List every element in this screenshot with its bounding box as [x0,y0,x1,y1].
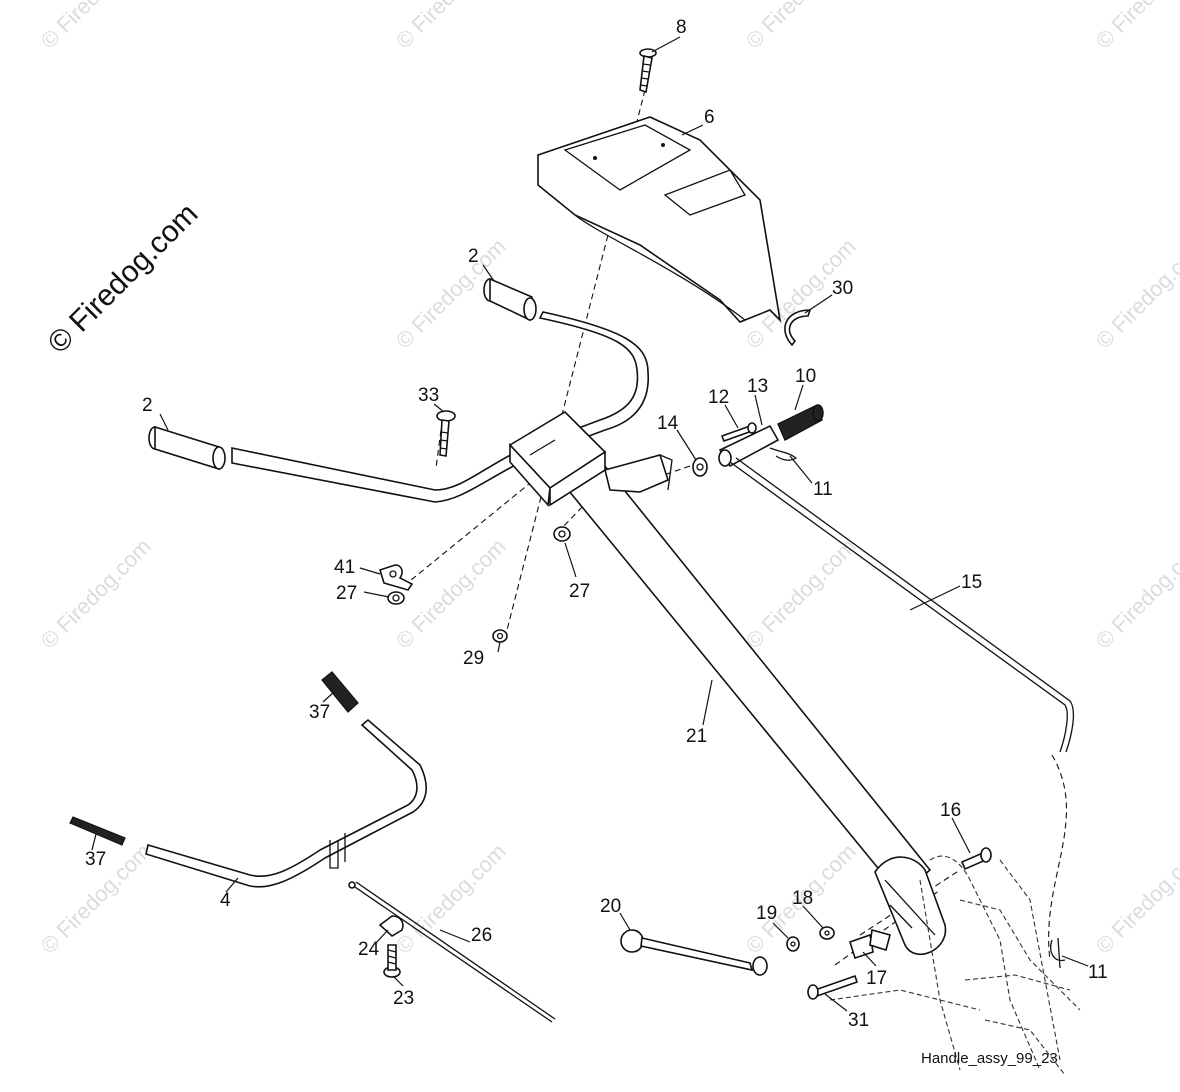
callout-label: 24 [358,939,380,960]
watermark-text: © Firedog.com [1091,534,1180,654]
washer-part-19 [786,936,800,952]
nut-part-27-a [553,526,571,542]
watermark-text: © Firedog.com [1091,839,1180,959]
nut-part-27-b [387,591,405,605]
cable-part-26 [351,881,556,1023]
callout-label: 11 [813,479,833,500]
bolt-part-31 [807,974,859,1000]
main-tube-part-21 [508,410,947,956]
callout-label: 21 [686,726,707,747]
callout-label: 14 [657,413,679,434]
watermark-text: © Firedog.com [741,0,861,54]
pin-part-11-lower [1050,937,1066,969]
nut-part-29 [492,629,508,643]
clip-part-24 [378,915,404,937]
callout-label: 6 [704,107,715,128]
grip-part-10 [777,404,824,441]
callout-label: 33 [418,385,439,406]
bracket-part-17 [849,928,891,960]
clip-part-30 [784,309,812,347]
grip-part-37-lower [69,816,126,846]
callout-label: 31 [848,1010,869,1031]
callout-label: 15 [961,572,982,593]
callout-label: 2 [142,395,153,416]
callout-label: 12 [708,387,729,408]
callout-label: 19 [756,903,777,924]
callout-label: 17 [866,968,887,989]
diagram-caption: Handle_assy_99_23 [921,1050,1058,1067]
callout-label: 23 [393,988,414,1009]
watermark-text: © Firedog.com [391,839,511,959]
callout-labels: 8 6 2 30 2 33 10 12 13 14 11 41 27 27 15… [85,17,1108,1031]
callout-label: 8 [676,17,687,38]
watermark-text: © Firedog.com [1091,234,1180,354]
watermark-text: © Firedog.com [36,534,156,654]
watermark-text: © Firedog.com [1091,0,1180,54]
grip-part-2-upper [483,277,537,322]
bolt-part-12 [720,422,757,443]
bolt-part-33 [436,410,456,457]
nut-part-18 [819,926,835,940]
clamp-part-41 [379,564,414,591]
callout-label: 27 [336,583,357,604]
lower-bar-part-4 [145,718,427,888]
callout-label: 4 [220,890,231,911]
pin-part-11-upper [769,447,798,461]
callout-label: 37 [309,702,330,723]
callout-label: 30 [832,278,853,299]
callout-label: 27 [569,581,590,602]
cable-end [348,881,356,889]
bushing-part-14 [692,457,708,477]
bolt-part-23 [383,944,401,978]
brand-watermark: © Firedog.com [42,197,205,360]
leader-lines [91,36,1089,1012]
bolt-part-16 [960,847,992,871]
watermark-text: © Firedog.com [391,0,511,54]
console-cover-part-6 [537,116,782,323]
lever-part-20 [620,929,768,976]
callout-label: 2 [468,246,479,267]
screw-part-8 [639,48,657,94]
callout-label: 11 [1088,962,1108,983]
grip-part-2-lower [148,425,226,471]
watermark-text: © Firedog.com [741,534,861,654]
callout-label: 16 [940,800,961,821]
callout-label: 41 [334,557,355,578]
bracket-part-13 [718,424,780,468]
callout-label: 29 [463,648,484,669]
callout-label: 18 [792,888,813,909]
grip-part-37-upper [321,671,359,713]
tiller-frame-ghost [829,855,1081,1076]
callout-label: 37 [85,849,106,870]
callout-label: 26 [471,925,492,946]
callout-label: 20 [600,896,621,917]
shift-rod-part-15 [729,457,1075,753]
callout-label: 13 [747,376,768,397]
lower-bar-bracket [329,833,346,869]
callout-label: 10 [795,366,816,387]
watermark-text: © Firedog.com [36,0,156,54]
